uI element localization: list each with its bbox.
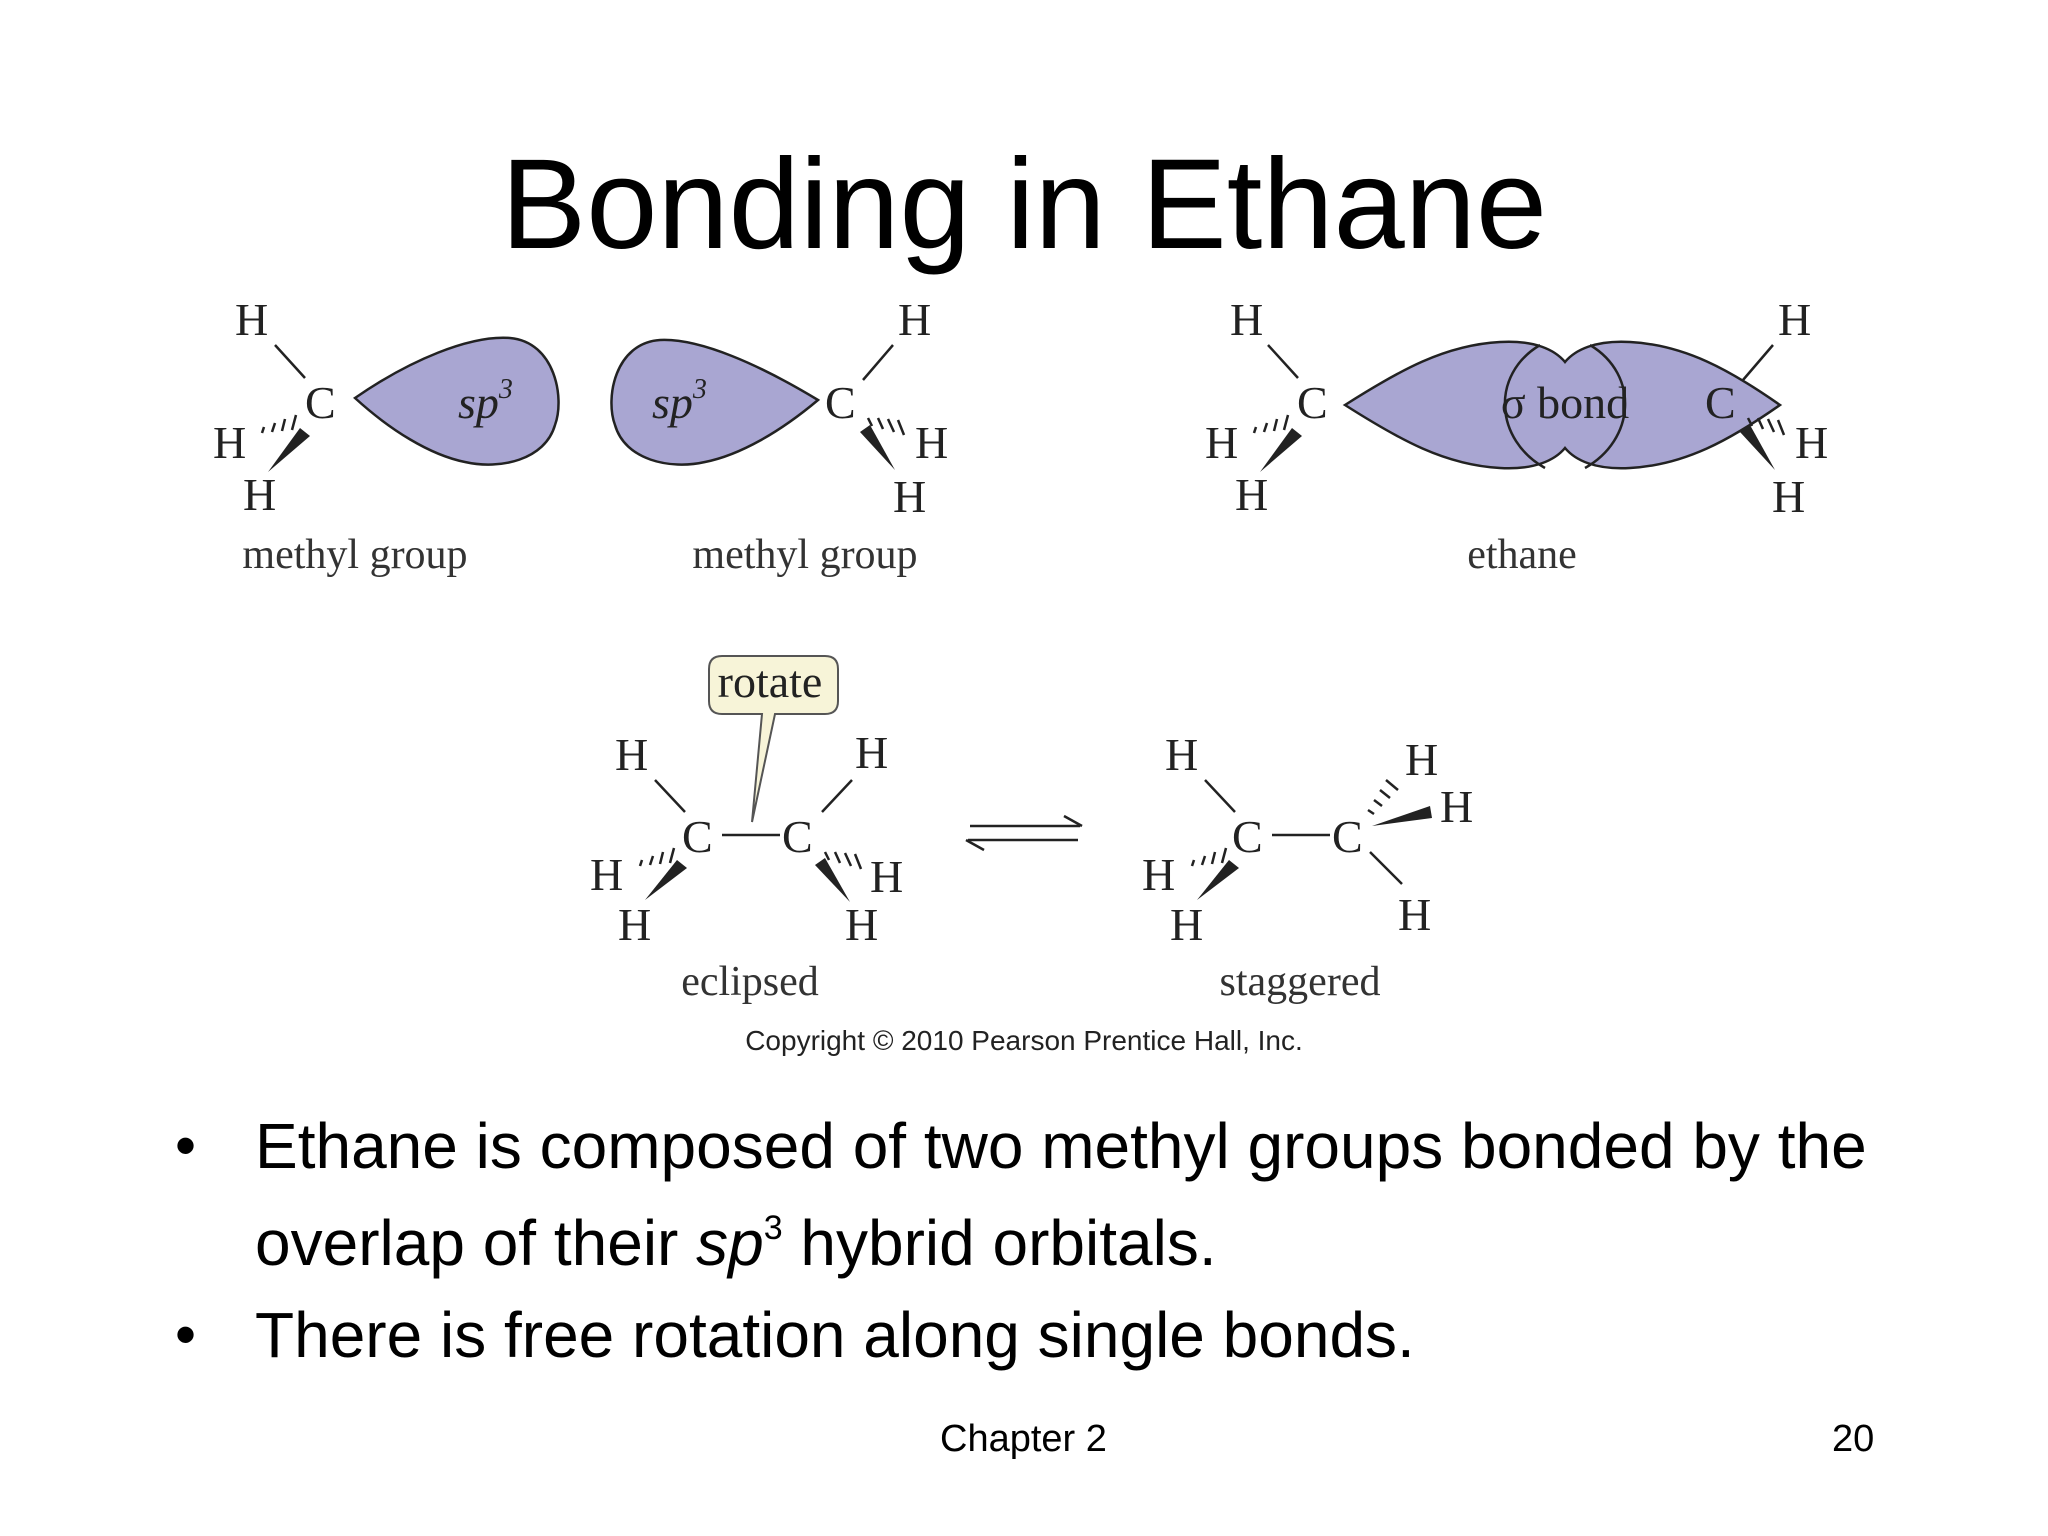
sigma-bond-label: σ bond <box>1501 377 1629 428</box>
hashed-wedge-bond <box>1746 417 1786 436</box>
hashed-wedge-bond <box>1367 779 1399 816</box>
atom-c: C <box>1297 377 1328 428</box>
atom-h: H <box>898 294 931 345</box>
solid-wedge-bond <box>268 428 310 472</box>
rotate-callout: rotate <box>708 655 839 823</box>
atom-h: H <box>618 899 651 950</box>
atom-h: H <box>1235 469 1268 520</box>
hashed-wedge-bond <box>638 847 676 867</box>
bullet-superscript: 3 <box>763 1209 783 1247</box>
hashed-wedge-bond <box>823 851 863 870</box>
hashed-wedge-bond <box>1252 414 1290 434</box>
atom-h: H <box>845 899 878 950</box>
copyright-notice: Copyright © 2010 Pearson Prentice Hall, … <box>745 1025 1303 1056</box>
methyl-group-right: sp3 C H H H methyl group <box>610 294 948 578</box>
bullet-item: • There is free rotation along single bo… <box>175 1294 1935 1376</box>
bond-line <box>1204 779 1236 813</box>
solid-wedge-bond <box>860 425 895 470</box>
solid-wedge-bond <box>1260 428 1302 472</box>
bond-line <box>1267 344 1299 379</box>
slide-title: Bonding in Ethane <box>500 133 1548 276</box>
sp3-orbital-left <box>352 336 560 466</box>
atom-h: H <box>235 294 268 345</box>
bullet-text: There is free rotation along single bond… <box>255 1299 1415 1371</box>
bond-line <box>1369 851 1403 885</box>
ethane-molecule: σ bond H C H H C H H H <box>1205 294 1828 578</box>
bullet-italic-sp: sp <box>696 1207 764 1279</box>
footer-page-number: 20 <box>1832 1418 1875 1460</box>
overlap-arc <box>1584 343 1627 470</box>
sp3-orbital-right <box>610 338 821 466</box>
atom-h: H <box>590 849 623 900</box>
overlap-arc <box>1503 343 1546 470</box>
atom-h: H <box>1205 417 1238 468</box>
atom-c: C <box>1705 377 1736 428</box>
equilibrium-arrow-icon <box>965 814 1083 852</box>
eclipsed-conformation: H C C H H H H H <box>590 727 903 1005</box>
atom-h: H <box>1165 729 1198 780</box>
ethane-label: ethane <box>1467 532 1577 578</box>
hashed-wedge-bond <box>1190 847 1228 867</box>
rotate-bubble <box>708 655 839 823</box>
solid-wedge-bond <box>1740 425 1775 470</box>
sp3-label: sp3 <box>652 374 707 428</box>
hashed-wedge-bond <box>260 414 298 434</box>
atom-h: H <box>213 417 246 468</box>
atom-h: H <box>615 729 648 780</box>
atom-h: H <box>1778 294 1811 345</box>
bullet-item: • Ethane is composed of two methyl group… <box>175 1105 1935 1284</box>
atom-c: C <box>825 377 856 428</box>
bond-line <box>821 779 853 813</box>
atom-c: C <box>1332 811 1363 862</box>
atom-h: H <box>915 417 948 468</box>
rotate-label: rotate <box>718 656 823 707</box>
bullet-text: Ethane is composed of two methyl groups … <box>255 1110 1867 1279</box>
atom-h: H <box>855 727 888 778</box>
atom-c: C <box>782 811 813 862</box>
atom-h: H <box>1795 417 1828 468</box>
atom-h: H <box>1440 781 1473 832</box>
methyl-group-label: methyl group <box>692 532 917 578</box>
bond-line <box>862 344 894 381</box>
eclipsed-label: eclipsed <box>681 959 819 1005</box>
bullet-text-end: hybrid orbitals. <box>782 1207 1217 1279</box>
sigma-bond-orbital <box>1342 340 1783 470</box>
atom-h: H <box>1170 899 1203 950</box>
solid-wedge-bond <box>1197 860 1239 900</box>
methyl-group-left: H C H H sp3 methyl group <box>213 294 560 578</box>
ethane-figure: .atom { font-family: "Liberation Serif",… <box>213 294 1828 1005</box>
atom-h: H <box>870 851 903 902</box>
bond-line <box>1742 344 1774 381</box>
staggered-label: staggered <box>1220 959 1381 1005</box>
atom-c: C <box>305 377 336 428</box>
methyl-group-label: methyl group <box>242 532 467 578</box>
bullet-dot-icon: • <box>175 1301 197 1368</box>
bond-line <box>274 344 306 379</box>
hashed-wedge-bond <box>866 417 906 436</box>
footer-chapter: Chapter 2 <box>940 1418 1107 1460</box>
atom-h: H <box>1772 471 1805 522</box>
atom-h: H <box>1142 849 1175 900</box>
sp3-label: sp3 <box>458 374 513 428</box>
solid-wedge-bond <box>645 860 687 900</box>
atom-h: H <box>1398 889 1431 940</box>
atom-h: H <box>1405 734 1438 785</box>
bullet-list: • Ethane is composed of two methyl group… <box>175 1105 1935 1386</box>
staggered-conformation: H C C H H H H H <box>1142 729 1473 1005</box>
solid-wedge-bond <box>815 858 850 902</box>
bullet-dot-icon: • <box>175 1112 197 1179</box>
atom-c: C <box>1232 811 1263 862</box>
solid-wedge-bond <box>1372 806 1432 826</box>
atom-h: H <box>1230 294 1263 345</box>
atom-h: H <box>893 471 926 522</box>
bond-line <box>654 779 686 813</box>
atom-c: C <box>682 811 713 862</box>
atom-h: H <box>243 469 276 520</box>
